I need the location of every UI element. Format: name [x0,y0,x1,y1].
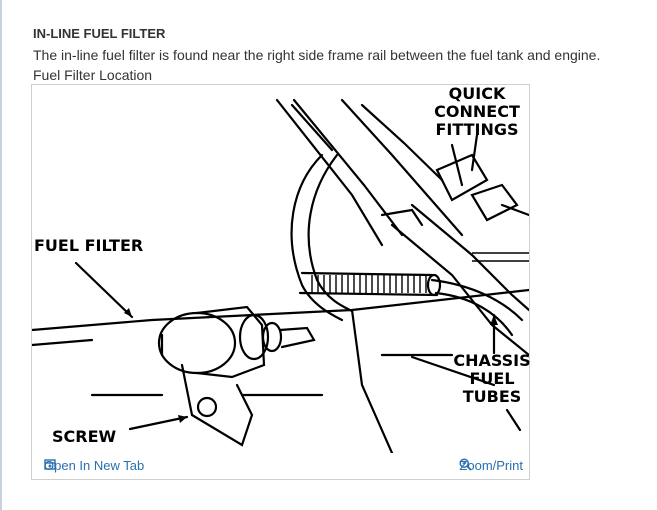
open-in-new-tab-link[interactable]: Open In New Tab [44,458,144,473]
label-screw: SCREW [52,427,117,446]
new-tab-icon [44,459,56,470]
label-fuel-filter: FUEL FILTER [34,236,144,255]
figure-toolbar: Open In New Tab Zoom/Print [32,453,529,479]
zoom-print-link[interactable]: Zoom/Print [459,458,523,473]
section-paragraph: The in-line fuel filter is found near th… [33,47,601,63]
fuel-filter-diagram [32,98,529,453]
label-line: FUEL [469,369,515,388]
label-line: FITTINGS [435,120,519,139]
zoom-icon [459,458,473,471]
label-chassis-fuel-tubes: CHASSIS FUEL TUBES [452,352,532,406]
label-line: QUICK [448,84,506,103]
figure-caption: Fuel Filter Location [33,67,153,83]
label-quick-connect-fittings: QUICK CONNECT FITTINGS [432,85,522,139]
label-line: CONNECT [434,102,520,121]
zoom-print-label: Zoom/Print [459,458,523,473]
label-line: CHASSIS [453,351,531,370]
article: IN-LINE FUEL FILTER The in-line fuel fil… [33,26,643,84]
open-in-new-tab-label: Open In New Tab [44,458,145,473]
left-border [0,0,2,510]
section-heading: IN-LINE FUEL FILTER [33,26,166,41]
label-line: TUBES [462,387,522,406]
figure-box: QUICK CONNECT FITTINGS FUEL FILTER SCREW… [31,84,532,480]
